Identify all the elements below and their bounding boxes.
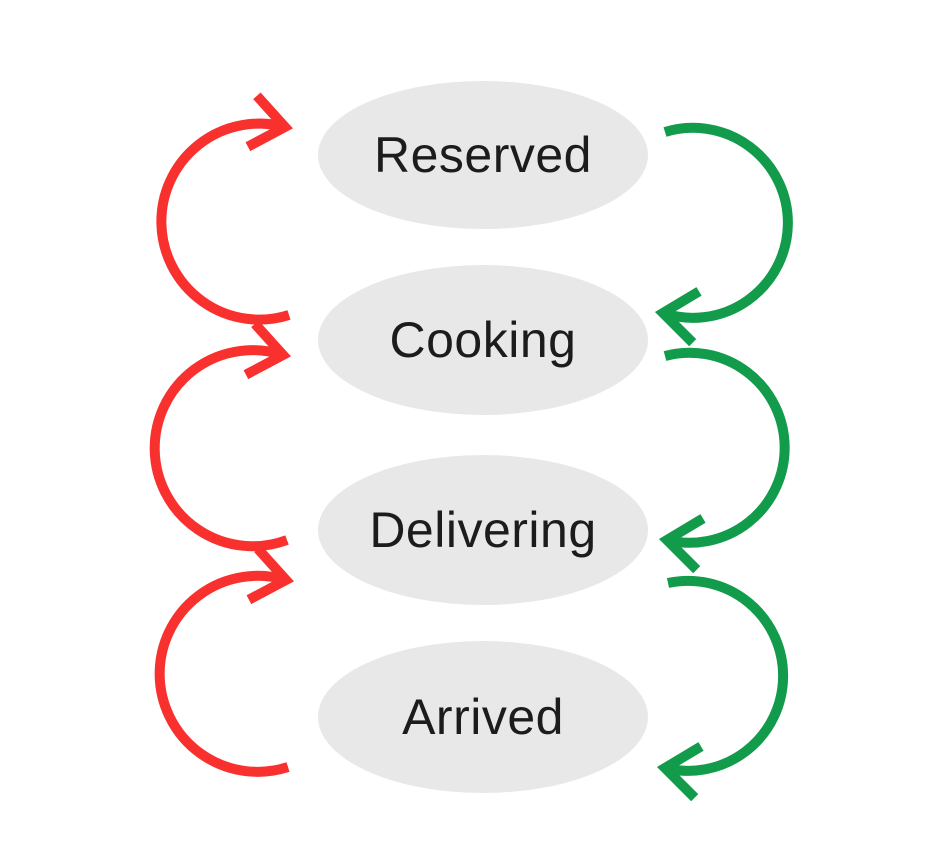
back-arrowhead-icon [246, 545, 295, 605]
state-ellipse-delivering [318, 455, 648, 605]
forward-arrowhead-icon [658, 514, 706, 574]
state-ellipse-reserved [318, 81, 648, 229]
state-ellipse-cooking [318, 265, 648, 415]
back-arrow-arc [154, 570, 290, 777]
forward-arrow-arc [663, 347, 790, 548]
back-arrowhead-icon [243, 320, 292, 380]
forward-arrow-reserved-to-cooking [654, 122, 793, 347]
state-ellipse-arrived [318, 641, 648, 793]
back-arrowhead-icon [245, 92, 294, 152]
back-arrow-arrived-to-delivering [154, 545, 295, 777]
back-arrow-arc [156, 118, 291, 325]
back-arrow-arc [149, 345, 289, 552]
forward-arrow-arc [661, 122, 793, 323]
state-node-arrived: Arrived [318, 641, 648, 793]
forward-arrow-delivering-to-arrived [656, 575, 789, 802]
forward-arrowhead-icon [654, 287, 702, 347]
state-label-reserved: Reserved [374, 127, 592, 183]
state-label-delivering: Delivering [369, 502, 596, 558]
forward-arrow-cooking-to-delivering [658, 347, 790, 574]
state-node-reserved: Reserved [318, 81, 648, 229]
state-node-delivering: Delivering [318, 455, 648, 605]
back-arrow-cooking-to-reserved [156, 92, 294, 325]
state-node-cooking: Cooking [318, 265, 648, 415]
forward-arrowhead-icon [656, 742, 704, 802]
state-label-arrived: Arrived [402, 689, 564, 745]
back-arrow-delivering-to-cooking [149, 320, 292, 552]
state-label-cooking: Cooking [390, 312, 577, 368]
forward-arrow-arc [663, 575, 789, 776]
